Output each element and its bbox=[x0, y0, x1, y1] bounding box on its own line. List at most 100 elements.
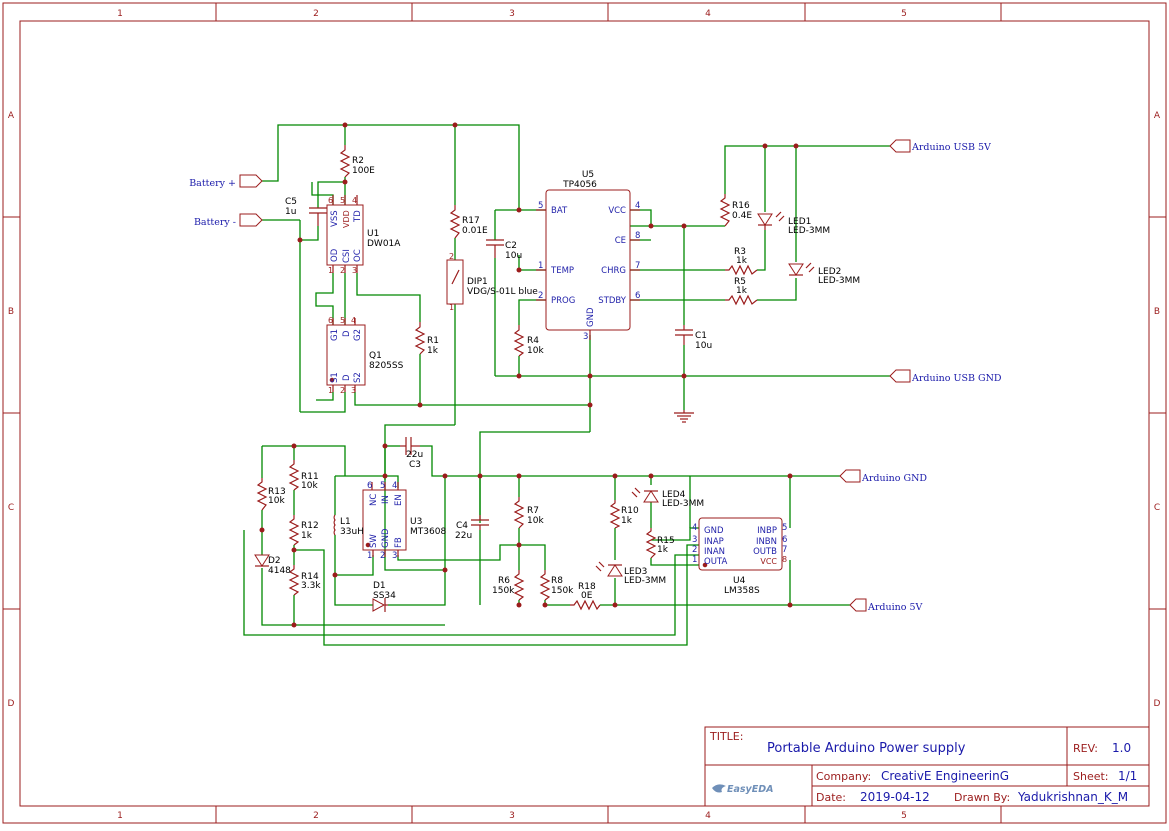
r6-value: 150k bbox=[492, 586, 515, 596]
q1-pin-g2: G2 bbox=[353, 329, 363, 341]
r13-body bbox=[256, 478, 268, 511]
sheet-value: 1/1 bbox=[1118, 769, 1137, 783]
r14-value: 3.3k bbox=[301, 581, 321, 591]
r10-body bbox=[609, 500, 621, 529]
r16-ref: R16 bbox=[732, 201, 750, 211]
u5-pin3-num: 3 bbox=[583, 332, 588, 342]
u5-ref: U5 bbox=[582, 170, 594, 180]
rev-value: 1.0 bbox=[1112, 741, 1131, 755]
r4-ref: R4 bbox=[527, 336, 539, 346]
dip1-switch: 2 1 bbox=[446, 252, 464, 312]
col-label-top-2: 2 bbox=[313, 9, 319, 19]
r7-ref: R7 bbox=[527, 506, 539, 516]
r14-body bbox=[288, 565, 300, 596]
led1-value: LED-3MM bbox=[788, 226, 830, 236]
u3-ref: U3 bbox=[410, 517, 422, 527]
row-label-right-d: D bbox=[1154, 699, 1161, 709]
wires bbox=[243, 124, 890, 646]
u3-pin4-num: 4 bbox=[392, 481, 397, 491]
r11-value: 10k bbox=[301, 481, 318, 491]
row-label-left-c: C bbox=[8, 503, 14, 513]
u5-pin4-num: 4 bbox=[635, 201, 640, 211]
q1-pin-s1: S1 bbox=[330, 372, 340, 383]
r17-body bbox=[449, 205, 461, 239]
u3-pin-fb: FB bbox=[394, 537, 404, 548]
r17-ref: R17 bbox=[462, 216, 480, 226]
l1-inductor bbox=[333, 514, 336, 536]
u4-pin1-num: 1 bbox=[692, 555, 697, 565]
c4-value: 22u bbox=[455, 531, 472, 541]
r13-value: 10k bbox=[268, 496, 285, 506]
r5-ref: R5 bbox=[734, 277, 746, 287]
u4-pin2-num: 2 bbox=[692, 545, 697, 555]
net-arduino-5v: Arduino 5V bbox=[867, 602, 923, 613]
net-battery-plus: Battery + bbox=[189, 178, 236, 189]
d1-ref: D1 bbox=[373, 581, 386, 591]
u1-pin1-num: 1 bbox=[328, 266, 333, 275]
r11-body bbox=[288, 460, 300, 491]
r2-value: 100E bbox=[352, 166, 375, 176]
company-value: CreativE EngineerinG bbox=[881, 769, 1009, 783]
u5-pin7-num: 7 bbox=[635, 261, 640, 271]
drawn-by-label: Drawn By: bbox=[954, 791, 1010, 804]
company-label: Company: bbox=[816, 770, 871, 783]
q1-pin-d2: D bbox=[342, 374, 352, 381]
u4-pin-inap: INAP bbox=[704, 537, 724, 547]
led2-ref: LED2 bbox=[818, 267, 841, 277]
row-label-right-c: C bbox=[1154, 503, 1160, 513]
u3-pin3-num: 3 bbox=[392, 551, 397, 561]
col-label-top-1: 1 bbox=[117, 9, 123, 19]
dip1-ref: DIP1 bbox=[467, 277, 488, 287]
col-label-bottom-3: 3 bbox=[509, 811, 515, 821]
col-label-top-5: 5 bbox=[901, 9, 907, 19]
u1-pin-od: OD bbox=[330, 248, 340, 262]
u4-pin-inbp: INBP bbox=[757, 526, 777, 536]
u1-pin2-num: 2 bbox=[340, 266, 345, 275]
u1-pin5-num: 5 bbox=[340, 196, 345, 205]
led1-ref: LED1 bbox=[788, 217, 811, 227]
c2-ref: C2 bbox=[505, 241, 517, 251]
u3-pin-nc: NC bbox=[369, 494, 379, 506]
c1-ref: C1 bbox=[695, 331, 707, 341]
junction-dots bbox=[259, 122, 799, 628]
led4-value: LED-3MM bbox=[662, 499, 704, 509]
u5-pin-ce: CE bbox=[615, 236, 626, 246]
col-label-bottom-1: 1 bbox=[117, 811, 123, 821]
dip1-value: VDG/S-01L blue bbox=[467, 287, 538, 297]
r15-body bbox=[645, 528, 657, 559]
u3-pin-in: IN bbox=[381, 495, 391, 504]
q1-body bbox=[326, 324, 366, 386]
sheet-label: Sheet: bbox=[1073, 770, 1109, 783]
u4-value: LM358S bbox=[724, 586, 760, 596]
net-battery-minus: Battery - bbox=[194, 217, 236, 228]
l1-value: 33uH bbox=[340, 527, 364, 537]
led4-ref: LED4 bbox=[662, 490, 686, 500]
r11-ref: R11 bbox=[301, 472, 319, 482]
q1-pin1-num: 1 bbox=[328, 386, 333, 395]
r18-body bbox=[570, 599, 601, 611]
r4-body bbox=[513, 325, 525, 357]
r4-value: 10k bbox=[527, 346, 544, 356]
diodes bbox=[254, 211, 815, 612]
c5-ref: C5 bbox=[285, 197, 297, 207]
q1-value: 8205SS bbox=[369, 361, 404, 371]
u1-value: DW01A bbox=[367, 239, 401, 249]
q1-pin-s2: S2 bbox=[353, 372, 363, 383]
dip1-pin1: 1 bbox=[449, 303, 454, 312]
title-value: Portable Arduino Power supply bbox=[767, 741, 966, 756]
r3-body bbox=[725, 264, 758, 276]
col-label-bottom-2: 2 bbox=[313, 811, 319, 821]
led3-ref: LED3 bbox=[624, 567, 647, 577]
c4-ref: C4 bbox=[456, 521, 468, 531]
l1-ref: L1 bbox=[340, 517, 351, 527]
u3-pin-gnd: GND bbox=[381, 528, 391, 548]
u1-pin4-num: 4 bbox=[352, 196, 357, 205]
r17-value: 0.01E bbox=[462, 226, 488, 236]
net-arduino-gnd: Arduino GND bbox=[861, 473, 927, 484]
pin-stubs bbox=[332, 195, 640, 557]
u4-pin-vcc: VCC bbox=[760, 557, 777, 566]
q1-pin5-num: 5 bbox=[340, 316, 345, 325]
r8-body bbox=[539, 570, 551, 601]
u5-pin-temp: TEMP bbox=[550, 266, 574, 276]
